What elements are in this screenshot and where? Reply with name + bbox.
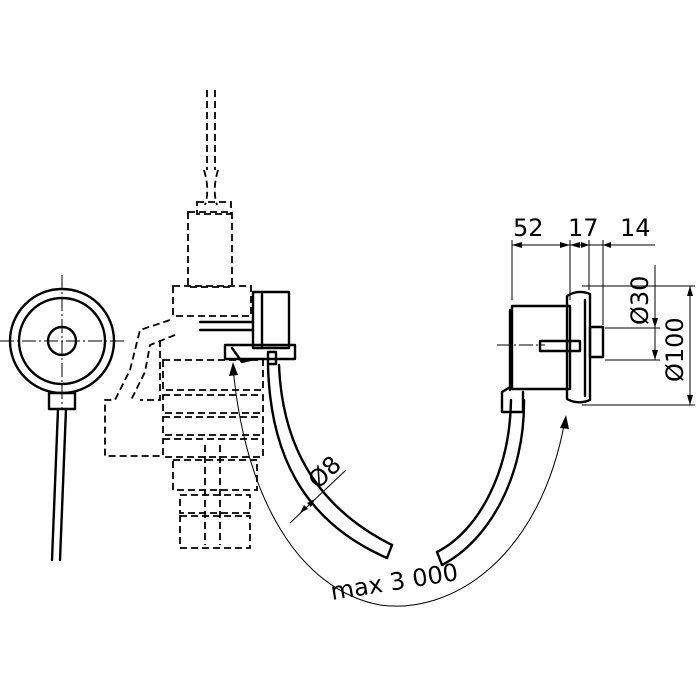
valve-left-arm-link	[140, 340, 161, 401]
valve-thread-upper	[179, 494, 251, 514]
dim-label-dia30: Ø30	[626, 276, 654, 325]
hose-right-end	[435, 550, 444, 567]
dim-label-max-length: max 3 000	[329, 558, 460, 606]
valve-nut	[172, 459, 258, 491]
actuator-base	[223, 343, 297, 361]
hose-left-end	[385, 543, 394, 560]
dim-label-dia8: Ø8	[303, 450, 347, 494]
dim-label-17: 17	[568, 214, 599, 242]
dim-arrows-top	[512, 242, 611, 248]
actuator	[198, 290, 297, 366]
valve-body-ring1	[162, 394, 264, 414]
actuator-hook	[230, 346, 252, 364]
button-front-view	[0, 275, 125, 562]
dim-label-14: 14	[620, 214, 651, 242]
hose-left-outer	[266, 363, 389, 560]
dim-label-52: 52	[513, 214, 544, 242]
hose-right-inner	[440, 398, 526, 567]
valve-chain-collar	[196, 201, 232, 215]
valve-thread-lower	[179, 515, 251, 549]
dim-arrows-8	[300, 499, 315, 513]
front-view-cable	[50, 407, 68, 562]
actuator-body	[251, 290, 291, 350]
pneumatic-hose	[266, 363, 526, 567]
flush-valve	[104, 90, 264, 549]
valve-chain	[206, 90, 216, 170]
dim-arrows-30	[652, 318, 658, 360]
hose-left-inner	[277, 363, 394, 547]
button-push-cap	[588, 325, 605, 359]
valve-head-block	[172, 285, 252, 317]
button-flange	[565, 290, 592, 404]
valve-chain-bottom	[203, 169, 219, 206]
dim-arc-max-length	[232, 366, 566, 607]
valve-left-arm-inner	[129, 334, 176, 403]
dim-label-dia100: Ø100	[661, 317, 689, 382]
actuator-arm	[198, 320, 255, 332]
valve-tube	[187, 211, 233, 288]
actuator-connector	[266, 350, 278, 366]
dim-line-8	[289, 469, 347, 524]
button-cable-connector	[47, 391, 77, 411]
valve-body-ring3	[162, 438, 264, 458]
button-side-view	[497, 290, 605, 414]
valve-body-ring2	[162, 416, 264, 436]
valve-body-upper	[162, 359, 264, 391]
hose-right-outer	[435, 398, 513, 554]
dimensions: 52 17 14 Ø30 Ø100 Ø8 max 3 000	[229, 214, 695, 607]
button-cable-socket	[500, 384, 525, 414]
button-housing	[510, 304, 572, 391]
button-plunger	[538, 339, 582, 353]
